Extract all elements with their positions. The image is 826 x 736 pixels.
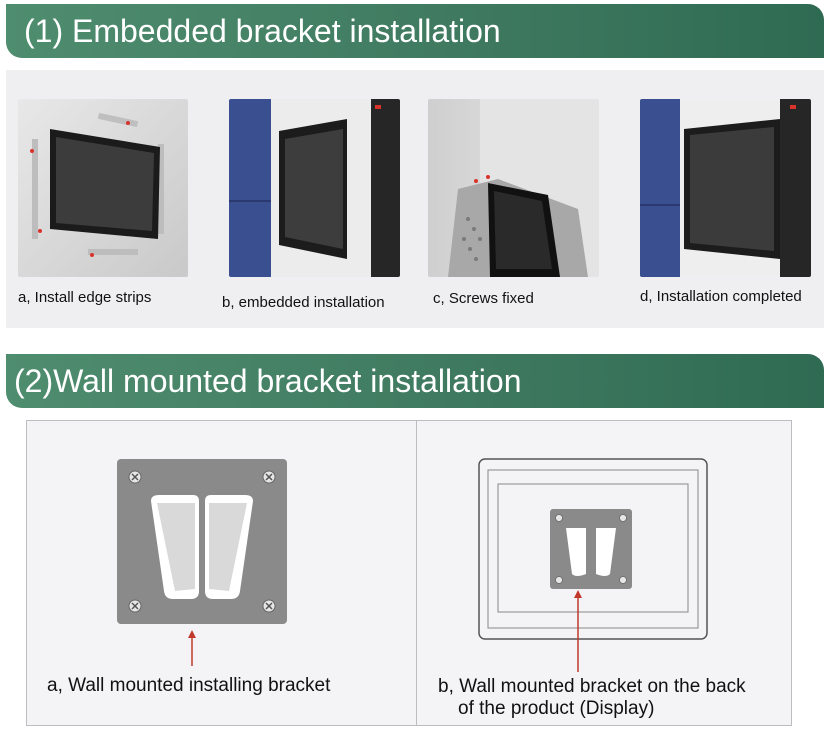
photo-embedded-installation (229, 99, 400, 277)
arrow-up-icon-right (572, 590, 584, 674)
wall-bracket-illustration (117, 459, 287, 624)
section-2-banner: (2)Wall mounted bracket installation (6, 354, 824, 408)
photo-install-edge-strips (18, 99, 188, 277)
caption-step-d: d, Installation completed (640, 288, 802, 305)
section-2-title: (2)Wall mounted bracket installation (14, 363, 522, 399)
photo-installation-completed (640, 99, 811, 277)
caption-display-back-line2: of the product (Display) (458, 698, 655, 719)
caption-display-back-line1: b, Wall mounted bracket on the back (438, 676, 746, 697)
caption-step-a: a, Install edge strips (18, 289, 152, 306)
display-back-illustration (478, 458, 708, 640)
arrow-up-icon (186, 630, 198, 668)
section-1-banner: (1) Embedded bracket installation (6, 4, 824, 58)
caption-wall-bracket: a, Wall mounted installing bracket (47, 675, 331, 696)
panel-divider (416, 420, 417, 726)
caption-step-c: c, Screws fixed (433, 290, 534, 307)
caption-step-b: b, embedded installation (222, 294, 385, 311)
embedded-steps-panel: a, Install edge strips b, embedded insta… (6, 70, 824, 328)
photo-screws-fixed (428, 99, 599, 277)
section-1-title: (1) Embedded bracket installation (24, 13, 501, 49)
